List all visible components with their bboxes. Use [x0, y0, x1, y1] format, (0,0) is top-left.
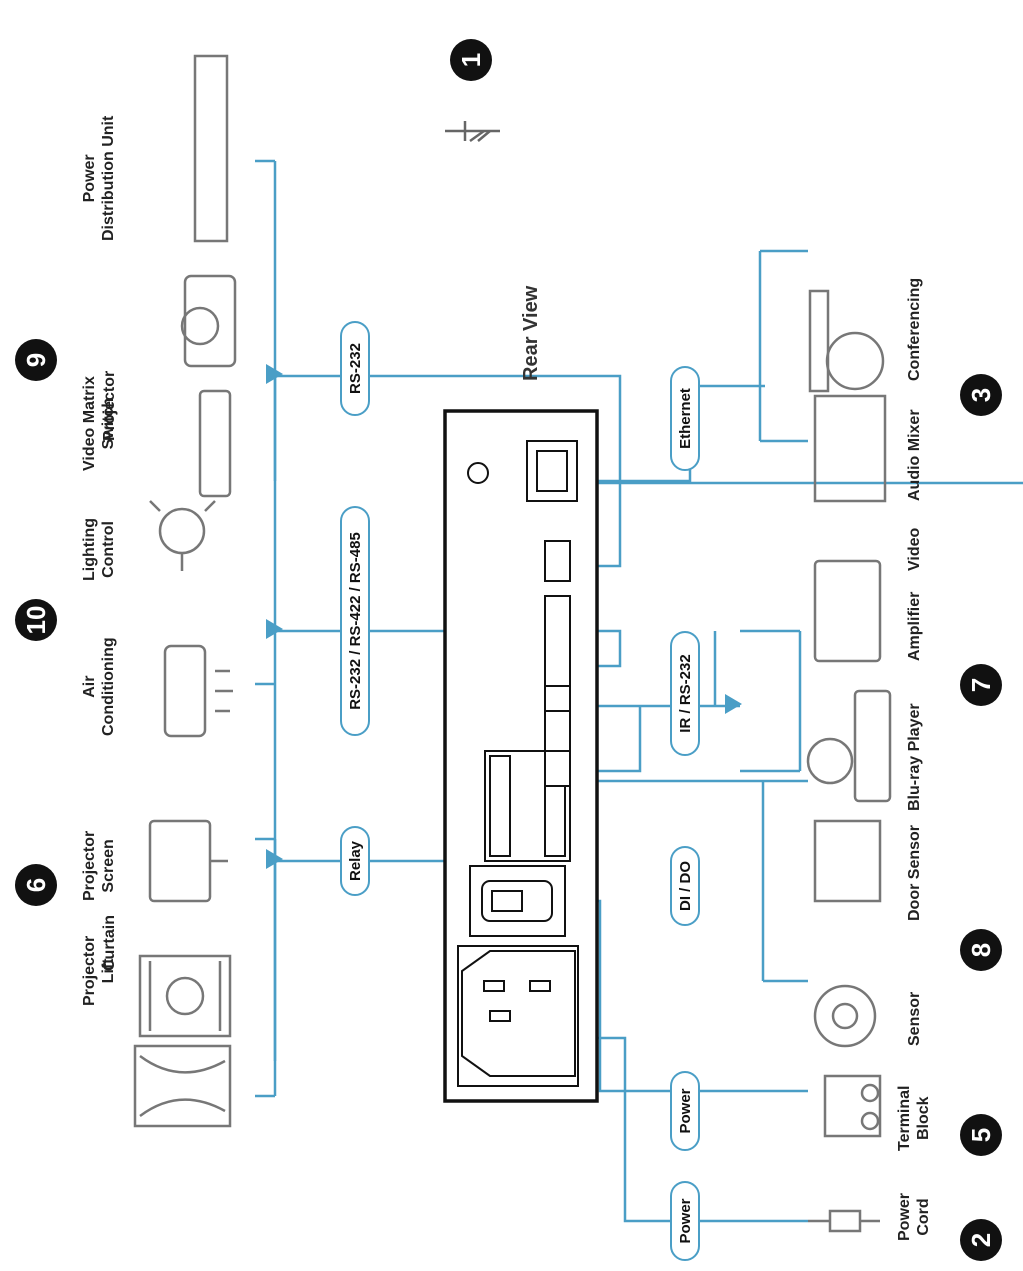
label-conferencing: Conferencing [906, 277, 923, 381]
label-pdu: Power Distribution Unit [81, 115, 117, 241]
ir-bus [713, 629, 800, 773]
projector-icon [180, 274, 237, 368]
arrow-relay [266, 849, 283, 869]
device-rear-panel [443, 409, 599, 1103]
power-cord-icon [808, 1209, 880, 1233]
audio-mixer-icon [813, 394, 887, 503]
arrows [266, 364, 742, 869]
label-video: Video [906, 527, 923, 571]
video-matrix-switch-icon [198, 389, 232, 498]
arrow-ir [725, 694, 742, 714]
pill-rs232-422-485: RS-232 / RS-422 / RS-485 [340, 506, 370, 736]
badge-9: 9 [15, 339, 57, 381]
pdu-icon [193, 54, 229, 243]
pill-rs232: RS-232 [340, 321, 370, 416]
terminal-block-icon [823, 1074, 882, 1138]
dido-line [580, 779, 763, 801]
blu-ray-player-icon [806, 689, 892, 803]
door-sensor-icon [813, 819, 882, 903]
label-power-cord: Power Cord [896, 1192, 932, 1241]
label-amplifier: Amplifier [906, 591, 923, 661]
power-socket [457, 945, 579, 1087]
label-audio-mixer: Audio Mixer [906, 409, 923, 501]
badge-10: 10 [15, 599, 57, 641]
rear-view-title: Rear View [520, 285, 542, 381]
label-curtain: Curtain [101, 915, 118, 971]
label-air-conditioning: Air Conditioning [81, 637, 117, 736]
projector-screen-icon [148, 819, 228, 903]
label-sensor: Sensor [906, 991, 923, 1046]
badge-5: 5 [960, 1114, 1002, 1156]
curtain-icon [133, 1044, 232, 1128]
label-lighting-control: Lighting Control [81, 517, 117, 581]
badge-1: 1 [450, 39, 492, 81]
badge-7: 7 [960, 664, 1002, 706]
power-switch [469, 865, 566, 937]
arrow-rs232 [266, 364, 283, 384]
label-projector-screen: Projector Screen [81, 830, 117, 901]
pill-power-cord: Power [670, 1181, 700, 1261]
pill-ir-rs232: IR / RS-232 [670, 631, 700, 756]
pill-di-do: DI / DO [670, 846, 700, 926]
label-blu-ray-player: Blu-ray Player [906, 703, 923, 811]
pill-ethernet: Ethernet [670, 366, 700, 471]
conferencing-icon [808, 289, 885, 393]
badge-6: 6 [15, 864, 57, 906]
arrow-rs485 [266, 619, 283, 639]
relay-terminal [484, 750, 571, 862]
dido-bus [761, 779, 808, 983]
air-conditioning-icon [163, 644, 233, 738]
pill-relay: Relay [340, 826, 370, 896]
ethernet-port [526, 440, 578, 502]
badge-2: 2 [960, 1219, 1002, 1261]
pill-power-block: Power [670, 1071, 700, 1151]
projector-lift-icon [138, 954, 232, 1038]
amplifier-icon [813, 559, 882, 663]
ground-screw [467, 462, 489, 484]
terminal-ir-1 [544, 710, 571, 752]
ground-symbol [445, 121, 500, 143]
terminal-blocks [544, 540, 571, 787]
lightbulb-icon [149, 500, 216, 571]
badge-8: 8 [960, 929, 1002, 971]
badge-3: 3 [960, 374, 1002, 416]
device-icons [133, 54, 892, 1233]
label-door-sensor: Door Sensor [906, 824, 923, 921]
terminal-rs232 [544, 540, 571, 582]
label-terminal-block: Terminal Block [896, 1085, 932, 1152]
label-projector: Projector [101, 370, 118, 441]
power-block-line [582, 899, 808, 1093]
sensor-icon [813, 984, 877, 1048]
terminal-rs485 [544, 595, 571, 687]
power-cord-line [582, 1036, 808, 1223]
ethernet-bus [758, 249, 808, 443]
